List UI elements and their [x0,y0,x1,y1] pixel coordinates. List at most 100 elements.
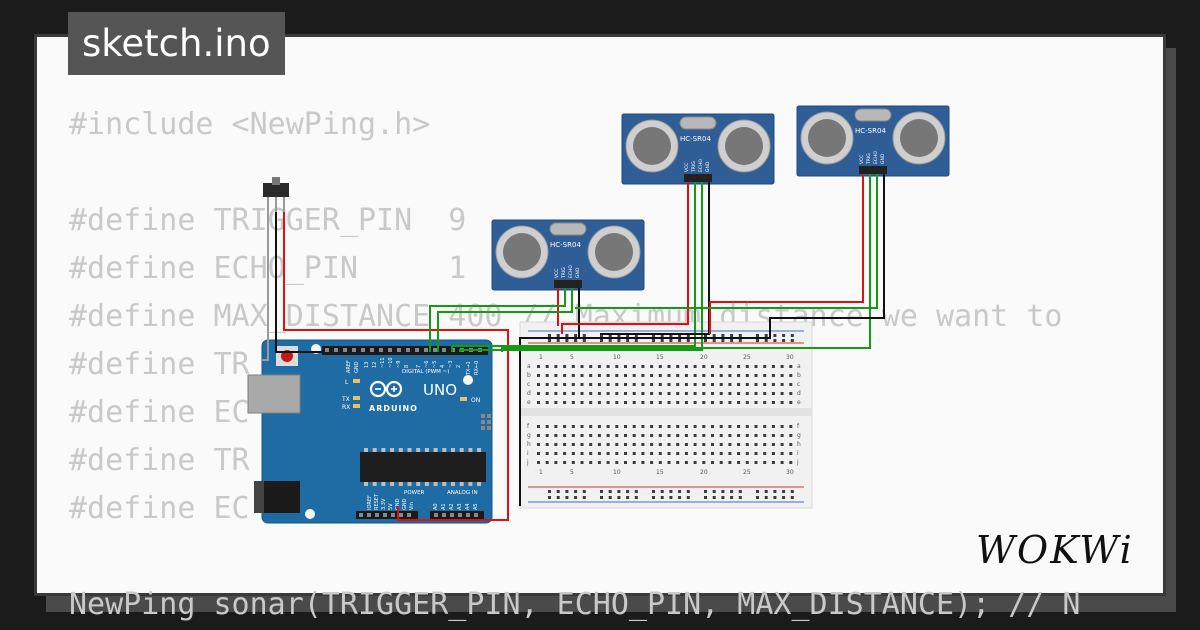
sensor-crystal [679,116,717,130]
ultrasonic-sensor-1[interactable]: HC-SR04 VCC TRIG ECHO GND [491,219,645,291]
breadboard-hole [754,434,758,437]
file-title-tab[interactable]: sketch.ino [68,12,285,75]
breadboard-hole [737,374,741,377]
breadboard-hole [641,374,645,377]
bb-row-label: j [796,459,799,466]
header-pin [383,513,387,517]
rail-hole [652,490,655,493]
breadboard-hole [711,452,714,455]
breadboard-hole [763,434,767,437]
breadboard-hole [763,392,767,395]
sensor-pin-label: ECHO [873,151,879,164]
header-pin [361,348,365,352]
rail-hole [556,496,560,499]
rail-hole [756,339,759,342]
breadboard-hole [763,365,767,368]
sensor-pin-label: VCC [684,163,690,172]
power-jack-rim [254,481,264,513]
digital-pin-label: ~11 [380,357,386,368]
wire-green [429,288,566,352]
receiver-mesh [725,127,763,165]
chip-leg [442,482,447,486]
transmitter-mesh [808,119,846,157]
breadboard[interactable]: 1 5 10 15 20 25 30 1 5 10 15 20 25 30 a … [519,321,813,509]
breadboard-hole [745,365,749,368]
rail-hole [773,490,777,493]
rail-hole [730,490,734,493]
breadboard-hole [641,461,645,464]
code-line: #define ECHO_PIN 1 [69,251,467,286]
breadboard-hole [667,425,671,428]
rail-hole [600,496,603,499]
led-rx-label: RX [342,404,350,411]
rail-hole [669,339,673,342]
rail-hole [678,334,682,337]
breadboard-hole [763,383,767,386]
bb-row-label: d [527,390,531,397]
breadboard-hole [684,425,688,428]
breadboard-hole [597,392,601,395]
arduino-uno-board[interactable]: AREF GND 13 12 ~11 ~10 ~9 8 7 ~6 ~5 4 ~3… [247,339,493,524]
breadboard-hole [702,374,706,377]
breadboard-hole [693,443,697,446]
breadboard-hole [545,392,549,395]
header-pin [367,513,371,517]
breadboard-hole [754,383,758,386]
breadboard-hole [545,425,549,428]
ultrasonic-sensor-2[interactable]: HC-SR04 VCC TRIG ECHO GND [621,113,775,185]
breadboard-hole [632,425,636,428]
breadboard-hole [641,401,645,404]
rail-hole [600,334,603,337]
breadboard-hole [745,434,749,437]
breadboard-hole [789,392,793,395]
rail-hole [712,339,716,342]
slide-switch[interactable] [263,177,289,212]
digital-pin-label: 12 [372,362,378,368]
breadboard-hole [554,383,558,386]
wire-green [451,182,696,352]
bb-col-label: 1 [539,354,543,361]
breadboard-hole [606,383,610,386]
wire-green [575,174,878,309]
rail-hole [704,339,707,342]
chip-leg [398,482,403,486]
breadboard-hole [711,401,714,404]
rail-hole [634,490,638,493]
breadboard-hole [658,443,662,446]
breadboard-hole [615,383,619,386]
chip-leg [407,448,412,452]
rail-hole [660,339,664,342]
breadboard-hole [711,383,714,386]
rail-hole [790,490,794,493]
breadboard-hole [624,365,627,368]
breadboard-hole [771,392,775,395]
breadboard-hole [554,452,558,455]
breadboard-hole [763,425,767,428]
breadboard-hole [571,425,575,428]
breadboard-hole [589,392,593,395]
breadboard-hole [789,374,793,377]
switch-knob[interactable] [272,177,280,185]
breadboard-hole [615,434,619,437]
rail-hole [652,496,655,499]
bb-col-label: 5 [570,469,574,476]
header-pin [442,348,446,352]
rail-hole [686,496,690,499]
breadboard-hole [711,365,714,368]
rail-hole [704,490,707,493]
rail-hole [756,496,759,499]
rail-hole [574,334,578,337]
breadboard-hole [684,365,688,368]
breadboard-hole [554,434,558,437]
code-line: #define EC [69,395,250,430]
header-pin [399,513,403,517]
breadboard-hole [563,392,567,395]
sensor-model-label: HC-SR04 [855,127,886,135]
breadboard-hole [737,383,741,386]
chip-legs [364,448,482,486]
rail-hole [582,339,586,342]
breadboard-hole [658,365,662,368]
breadboard-hole [632,374,636,377]
wire-black [275,212,322,353]
ultrasonic-sensor-3[interactable]: HC-SR04 VCC TRIG ECHO GND [796,105,950,177]
